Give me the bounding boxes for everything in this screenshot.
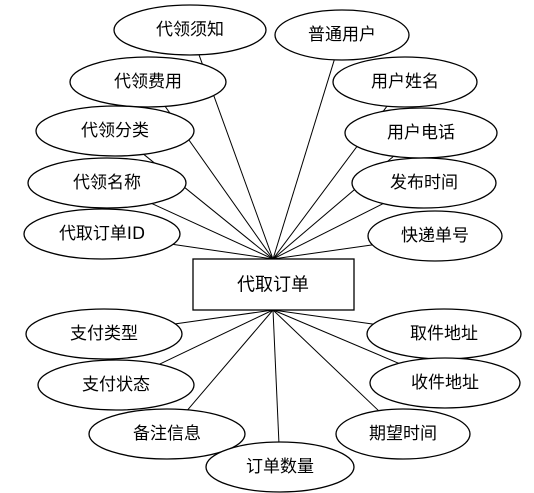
connector-delivery-name xyxy=(151,203,274,260)
attribute-regular-user: 普通用户 xyxy=(274,9,410,61)
attribute-label-order-quantity: 订单数量 xyxy=(246,457,314,477)
attribute-label-regular-user: 普通用户 xyxy=(308,25,376,45)
connector-payment-type xyxy=(175,309,274,325)
attribute-label-delivery-fee: 代领费用 xyxy=(114,72,182,92)
attribute-order-id: 代取订单ID xyxy=(23,208,181,260)
attribute-ellipse-receive-address xyxy=(369,357,521,409)
attribute-ellipse-payment-status xyxy=(37,359,195,411)
attribute-ellipse-payment-type xyxy=(25,308,183,360)
attribute-label-user-phone: 用户电话 xyxy=(387,123,455,143)
attribute-ellipse-tracking-number xyxy=(367,210,503,262)
attribute-user-name: 用户姓名 xyxy=(332,56,478,108)
attribute-payment-status: 支付状态 xyxy=(37,359,195,411)
entity-box xyxy=(192,258,355,311)
attribute-ellipse-delivery-category xyxy=(35,105,195,157)
attribute-ellipse-order-id xyxy=(23,208,181,260)
attribute-label-publish-time: 发布时间 xyxy=(390,173,458,193)
attribute-ellipse-remarks xyxy=(88,408,246,460)
connector-tracking-number xyxy=(272,244,373,260)
entity-group: 代取订单 xyxy=(192,258,355,311)
attribute-expected-time: 期望时间 xyxy=(335,408,471,460)
attribute-label-order-id: 代取订单ID xyxy=(59,224,145,244)
connector-publish-time xyxy=(272,203,384,260)
connector-expected-time xyxy=(272,309,379,412)
attribute-pickup-address: 取件地址 xyxy=(366,308,522,360)
attribute-receive-address: 收件地址 xyxy=(369,357,521,409)
attribute-label-pickup-address: 取件地址 xyxy=(410,324,478,344)
connector-order-id xyxy=(172,243,274,260)
attribute-ellipse-delivery-fee xyxy=(69,56,227,108)
entity-label: 代取订单 xyxy=(237,275,309,296)
attribute-delivery-fee: 代领费用 xyxy=(69,56,227,108)
attribute-label-tracking-number: 快递单号 xyxy=(401,226,469,246)
attribute-ellipse-delivery-name xyxy=(27,157,187,209)
attribute-publish-time: 发布时间 xyxy=(351,157,497,209)
connector-order-quantity xyxy=(272,309,280,443)
attribute-ellipse-publish-time xyxy=(351,157,497,209)
attribute-delivery-name: 代领名称 xyxy=(27,157,187,209)
connector-remarks xyxy=(187,309,274,411)
attribute-user-phone: 用户电话 xyxy=(344,107,498,159)
connector-regular-user xyxy=(272,59,335,260)
attribute-ellipse-order-quantity xyxy=(205,441,355,493)
attribute-delivery-category: 代领分类 xyxy=(35,105,195,157)
attribute-label-expected-time: 期望时间 xyxy=(369,424,437,444)
attribute-label-delivery-notice: 代领须知 xyxy=(156,20,224,40)
attribute-label-user-name: 用户姓名 xyxy=(371,72,439,92)
attribute-ellipse-expected-time xyxy=(335,408,471,460)
attribute-payment-type: 支付类型 xyxy=(25,308,183,360)
attribute-label-delivery-category: 代领分类 xyxy=(81,121,149,141)
attribute-order-quantity: 订单数量 xyxy=(205,441,355,493)
attribute-ellipse-delivery-notice xyxy=(113,4,267,56)
attribute-remarks: 备注信息 xyxy=(88,408,246,460)
attribute-label-remarks: 备注信息 xyxy=(133,424,201,444)
attribute-tracking-number: 快递单号 xyxy=(367,210,503,262)
attribute-label-payment-type: 支付类型 xyxy=(70,324,138,344)
attribute-label-delivery-name: 代领名称 xyxy=(73,173,141,193)
attribute-ellipse-regular-user xyxy=(274,9,410,61)
attribute-delivery-notice: 代领须知 xyxy=(113,4,267,56)
attribute-label-receive-address: 收件地址 xyxy=(411,373,479,393)
connector-pickup-address xyxy=(272,309,374,325)
attribute-ellipse-user-name xyxy=(332,56,478,108)
connector-receive-address xyxy=(272,309,399,364)
connector-payment-status xyxy=(159,309,274,365)
attribute-label-payment-status: 支付状态 xyxy=(82,375,150,395)
